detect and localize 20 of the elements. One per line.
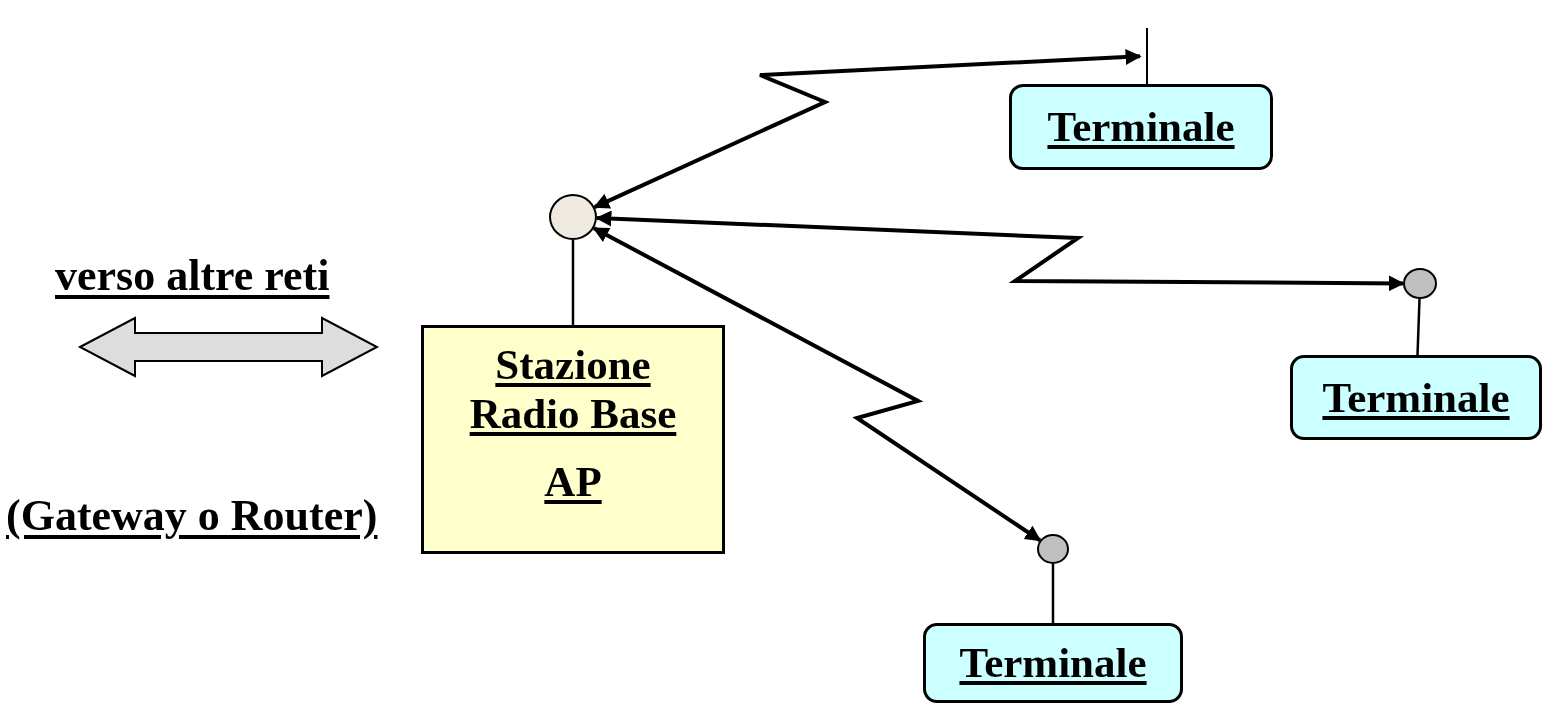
connector-line [1416,298,1421,356]
radio-link-arrow [595,210,1405,292]
radio-link-arrow [592,226,1042,542]
terminal-box [923,623,1183,703]
connector-line [571,240,575,325]
terminal-label: Terminale [959,638,1147,688]
connector-line [1051,564,1055,623]
station-subtitle: AP [543,456,603,507]
terminal-box [1009,84,1273,170]
network-label: (Gateway o Router) [6,490,378,541]
station-title: Stazione Radio Base [468,340,678,439]
antenna-node [549,194,597,240]
radio-link-arrow [593,49,1142,209]
terminal-label: Terminale [1322,372,1510,423]
network-label: verso altre reti [55,250,330,301]
antenna-node [1037,534,1069,564]
base-station-box [421,325,725,554]
antenna-node [1403,268,1437,299]
terminal-label: Terminale [1047,102,1235,152]
terminal-box [1290,355,1542,440]
